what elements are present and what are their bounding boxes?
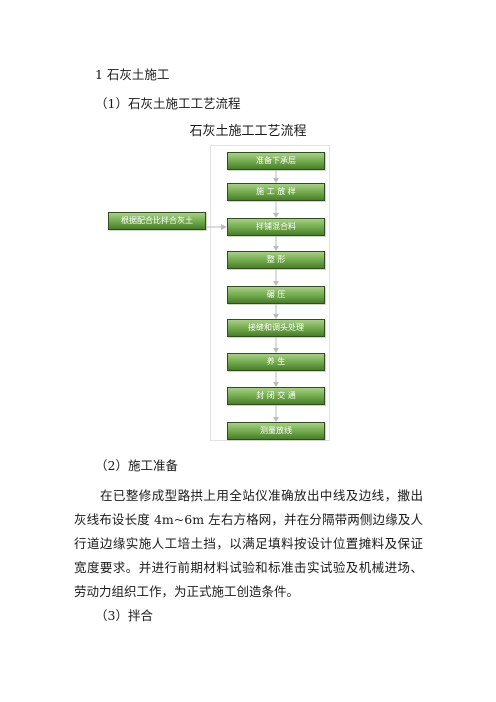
flow-arrow-3: [273, 236, 279, 251]
subheading-mixing: （3）拌合: [95, 608, 153, 623]
flow-step-3: 拌铺混合料: [227, 218, 325, 236]
flowchart-frame: [210, 145, 330, 441]
flow-side-arrow: [206, 224, 227, 230]
figure-title: 石灰土施工工艺流程: [189, 124, 307, 139]
preparation-paragraph: 在已整修成型路拱上用全站仪准确放出中线及边线，撒出灰线布设长度 4m~6m 左右…: [74, 488, 423, 599]
subheading-process-flow: （1）石灰土施工工艺流程: [95, 96, 241, 111]
flow-arrow-2: [273, 201, 279, 218]
flow-arrow-7: [273, 371, 279, 387]
flow-arrow-5: [273, 304, 279, 319]
flow-step-9: 测量放线: [227, 422, 325, 440]
flow-arrow-6: [273, 337, 279, 353]
flow-step-2: 施 工 放 样: [227, 183, 325, 201]
flow-step-5: 碾 压: [227, 286, 325, 304]
flow-step-4: 整 形: [227, 251, 325, 269]
flow-step-8: 封 闭 交 通: [227, 387, 325, 405]
subheading-preparation: （2）施工准备: [95, 458, 178, 473]
flow-step-6: 接缝和调头处理: [227, 319, 325, 337]
flow-step-7: 养 生: [227, 353, 325, 371]
flow-step-1: 准备下承层: [227, 152, 325, 170]
flow-arrow-4: [273, 269, 279, 286]
flow-arrow-8: [273, 405, 279, 422]
section-heading: 1 石灰土施工: [95, 67, 170, 82]
flow-arrow-1: [273, 170, 279, 183]
flow-side-input: 根据配合比拌合灰土: [108, 212, 206, 230]
